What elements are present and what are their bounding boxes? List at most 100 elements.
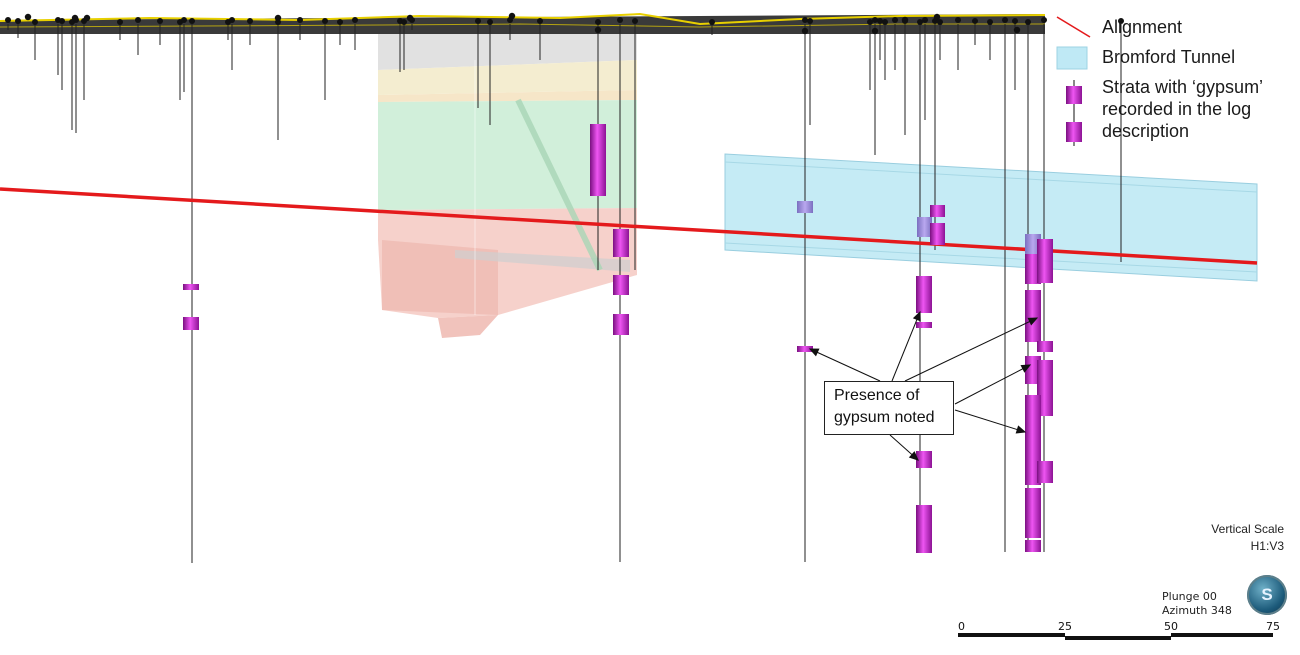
borehole bbox=[247, 18, 253, 45]
legend-tunnel: Bromford Tunnel bbox=[1055, 44, 1295, 74]
borehole bbox=[882, 19, 888, 80]
borehole bbox=[352, 17, 358, 50]
callout-arrow bbox=[954, 409, 1027, 434]
borehole bbox=[189, 18, 195, 563]
borehole bbox=[117, 19, 123, 40]
boreholes bbox=[5, 12, 1124, 563]
scale-label-25: 25 bbox=[1058, 620, 1072, 633]
borehole-cap bbox=[83, 14, 91, 22]
borehole bbox=[322, 18, 328, 100]
callout-arrow bbox=[808, 348, 881, 382]
gypsum-segment bbox=[183, 317, 199, 330]
borehole bbox=[73, 17, 79, 133]
legend-alignment-symbol bbox=[1056, 16, 1091, 38]
compass-badge-icon[interactable]: S bbox=[1247, 575, 1287, 615]
borehole bbox=[487, 19, 493, 125]
borehole bbox=[1012, 18, 1018, 90]
azimuth-readout: Azimuth 348 bbox=[1162, 604, 1232, 617]
borehole bbox=[59, 18, 65, 90]
legend-tunnel-label: Bromford Tunnel bbox=[1102, 47, 1236, 67]
borehole-cap bbox=[594, 26, 602, 34]
borehole bbox=[537, 18, 543, 60]
gypsum-callout: Presence of gypsum noted bbox=[824, 381, 954, 435]
gypsum-segment bbox=[613, 275, 629, 295]
gypsum-segment bbox=[930, 223, 945, 245]
borehole bbox=[229, 17, 235, 70]
callout-arrow bbox=[891, 310, 921, 382]
borehole bbox=[955, 17, 961, 70]
borehole-cap bbox=[274, 14, 282, 22]
legend-gypsum-line3: description bbox=[1102, 121, 1190, 141]
borehole bbox=[892, 17, 898, 70]
gypsum-segment bbox=[613, 229, 629, 257]
borehole bbox=[401, 19, 407, 70]
borehole-cap bbox=[406, 14, 414, 22]
borehole-cap bbox=[71, 14, 79, 22]
borehole bbox=[15, 18, 21, 38]
legend-alignment-label: Alignment bbox=[1102, 17, 1183, 37]
scale-label-50: 50 bbox=[1164, 620, 1178, 633]
borehole bbox=[32, 19, 38, 60]
bromford-tunnel bbox=[724, 153, 1258, 282]
borehole bbox=[5, 17, 11, 30]
borehole bbox=[802, 17, 808, 562]
gypsum-segment bbox=[916, 276, 932, 313]
legend-gypsum: Strata with ‘gypsum’ recorded in the log… bbox=[1055, 74, 1295, 141]
scale-segment-2 bbox=[1065, 636, 1171, 640]
borehole bbox=[872, 17, 878, 155]
callout-arrow bbox=[904, 317, 1039, 382]
borehole-cap bbox=[871, 27, 879, 35]
scale-segment-3 bbox=[1171, 633, 1273, 637]
borehole-cap bbox=[801, 27, 809, 35]
borehole bbox=[1002, 17, 1008, 552]
borehole bbox=[902, 18, 908, 135]
orientation-readout: Plunge 00 Azimuth 348 bbox=[1162, 590, 1232, 618]
plunge-readout: Plunge 00 bbox=[1162, 590, 1217, 603]
gypsum-segment bbox=[590, 124, 606, 196]
gypsum-strata bbox=[183, 124, 1053, 553]
legend-gypsum-label: Strata with ‘gypsum’ recorded in the log… bbox=[1102, 76, 1292, 142]
borehole bbox=[1118, 18, 1124, 262]
geology-model bbox=[378, 34, 637, 338]
scale-label-75: 75 bbox=[1266, 620, 1280, 633]
legend-gypsum-line1: Strata with ‘gypsum’ bbox=[1102, 77, 1264, 97]
gypsum-segment bbox=[916, 505, 932, 553]
callout-arrow bbox=[889, 434, 919, 461]
borehole bbox=[807, 18, 813, 125]
borehole bbox=[922, 17, 928, 120]
gypsum-segment bbox=[1037, 461, 1053, 483]
gypsum-segment bbox=[1037, 341, 1053, 352]
legend-gypsum-symbol bbox=[1066, 80, 1082, 146]
scale-label-0: 0 bbox=[958, 620, 965, 633]
scale-bar: 0 25 50 75 bbox=[958, 620, 1280, 642]
borehole-cap bbox=[508, 12, 516, 20]
borehole bbox=[937, 19, 943, 60]
borehole bbox=[337, 19, 343, 45]
borehole bbox=[987, 19, 993, 60]
legend-gypsum-line2: recorded in the log bbox=[1102, 99, 1252, 119]
legend-tunnel-symbol bbox=[1056, 46, 1088, 70]
callout-arrow bbox=[954, 364, 1032, 405]
borehole-cap bbox=[933, 13, 941, 21]
gypsum-segment bbox=[613, 314, 629, 335]
borehole bbox=[135, 17, 141, 55]
gypsum-segment bbox=[1025, 488, 1041, 538]
gypsum-segment bbox=[1025, 540, 1041, 552]
borehole bbox=[632, 18, 638, 270]
borehole bbox=[69, 19, 75, 130]
gypsum-segment bbox=[183, 284, 199, 290]
gypsum-segment bbox=[916, 451, 932, 468]
vertical-scale: Vertical Scale H1:V3 bbox=[1211, 521, 1284, 555]
scale-segment-1 bbox=[958, 633, 1065, 637]
gypsum-segment bbox=[1037, 239, 1053, 283]
gypsum-segment bbox=[797, 201, 813, 213]
borehole-cap bbox=[901, 16, 909, 24]
borehole bbox=[475, 18, 481, 108]
borehole-cap bbox=[24, 13, 32, 21]
borehole bbox=[972, 18, 978, 45]
borehole bbox=[157, 18, 163, 45]
borehole bbox=[709, 19, 715, 35]
gypsum-segment bbox=[797, 346, 813, 352]
ground-surface bbox=[0, 12, 1046, 34]
